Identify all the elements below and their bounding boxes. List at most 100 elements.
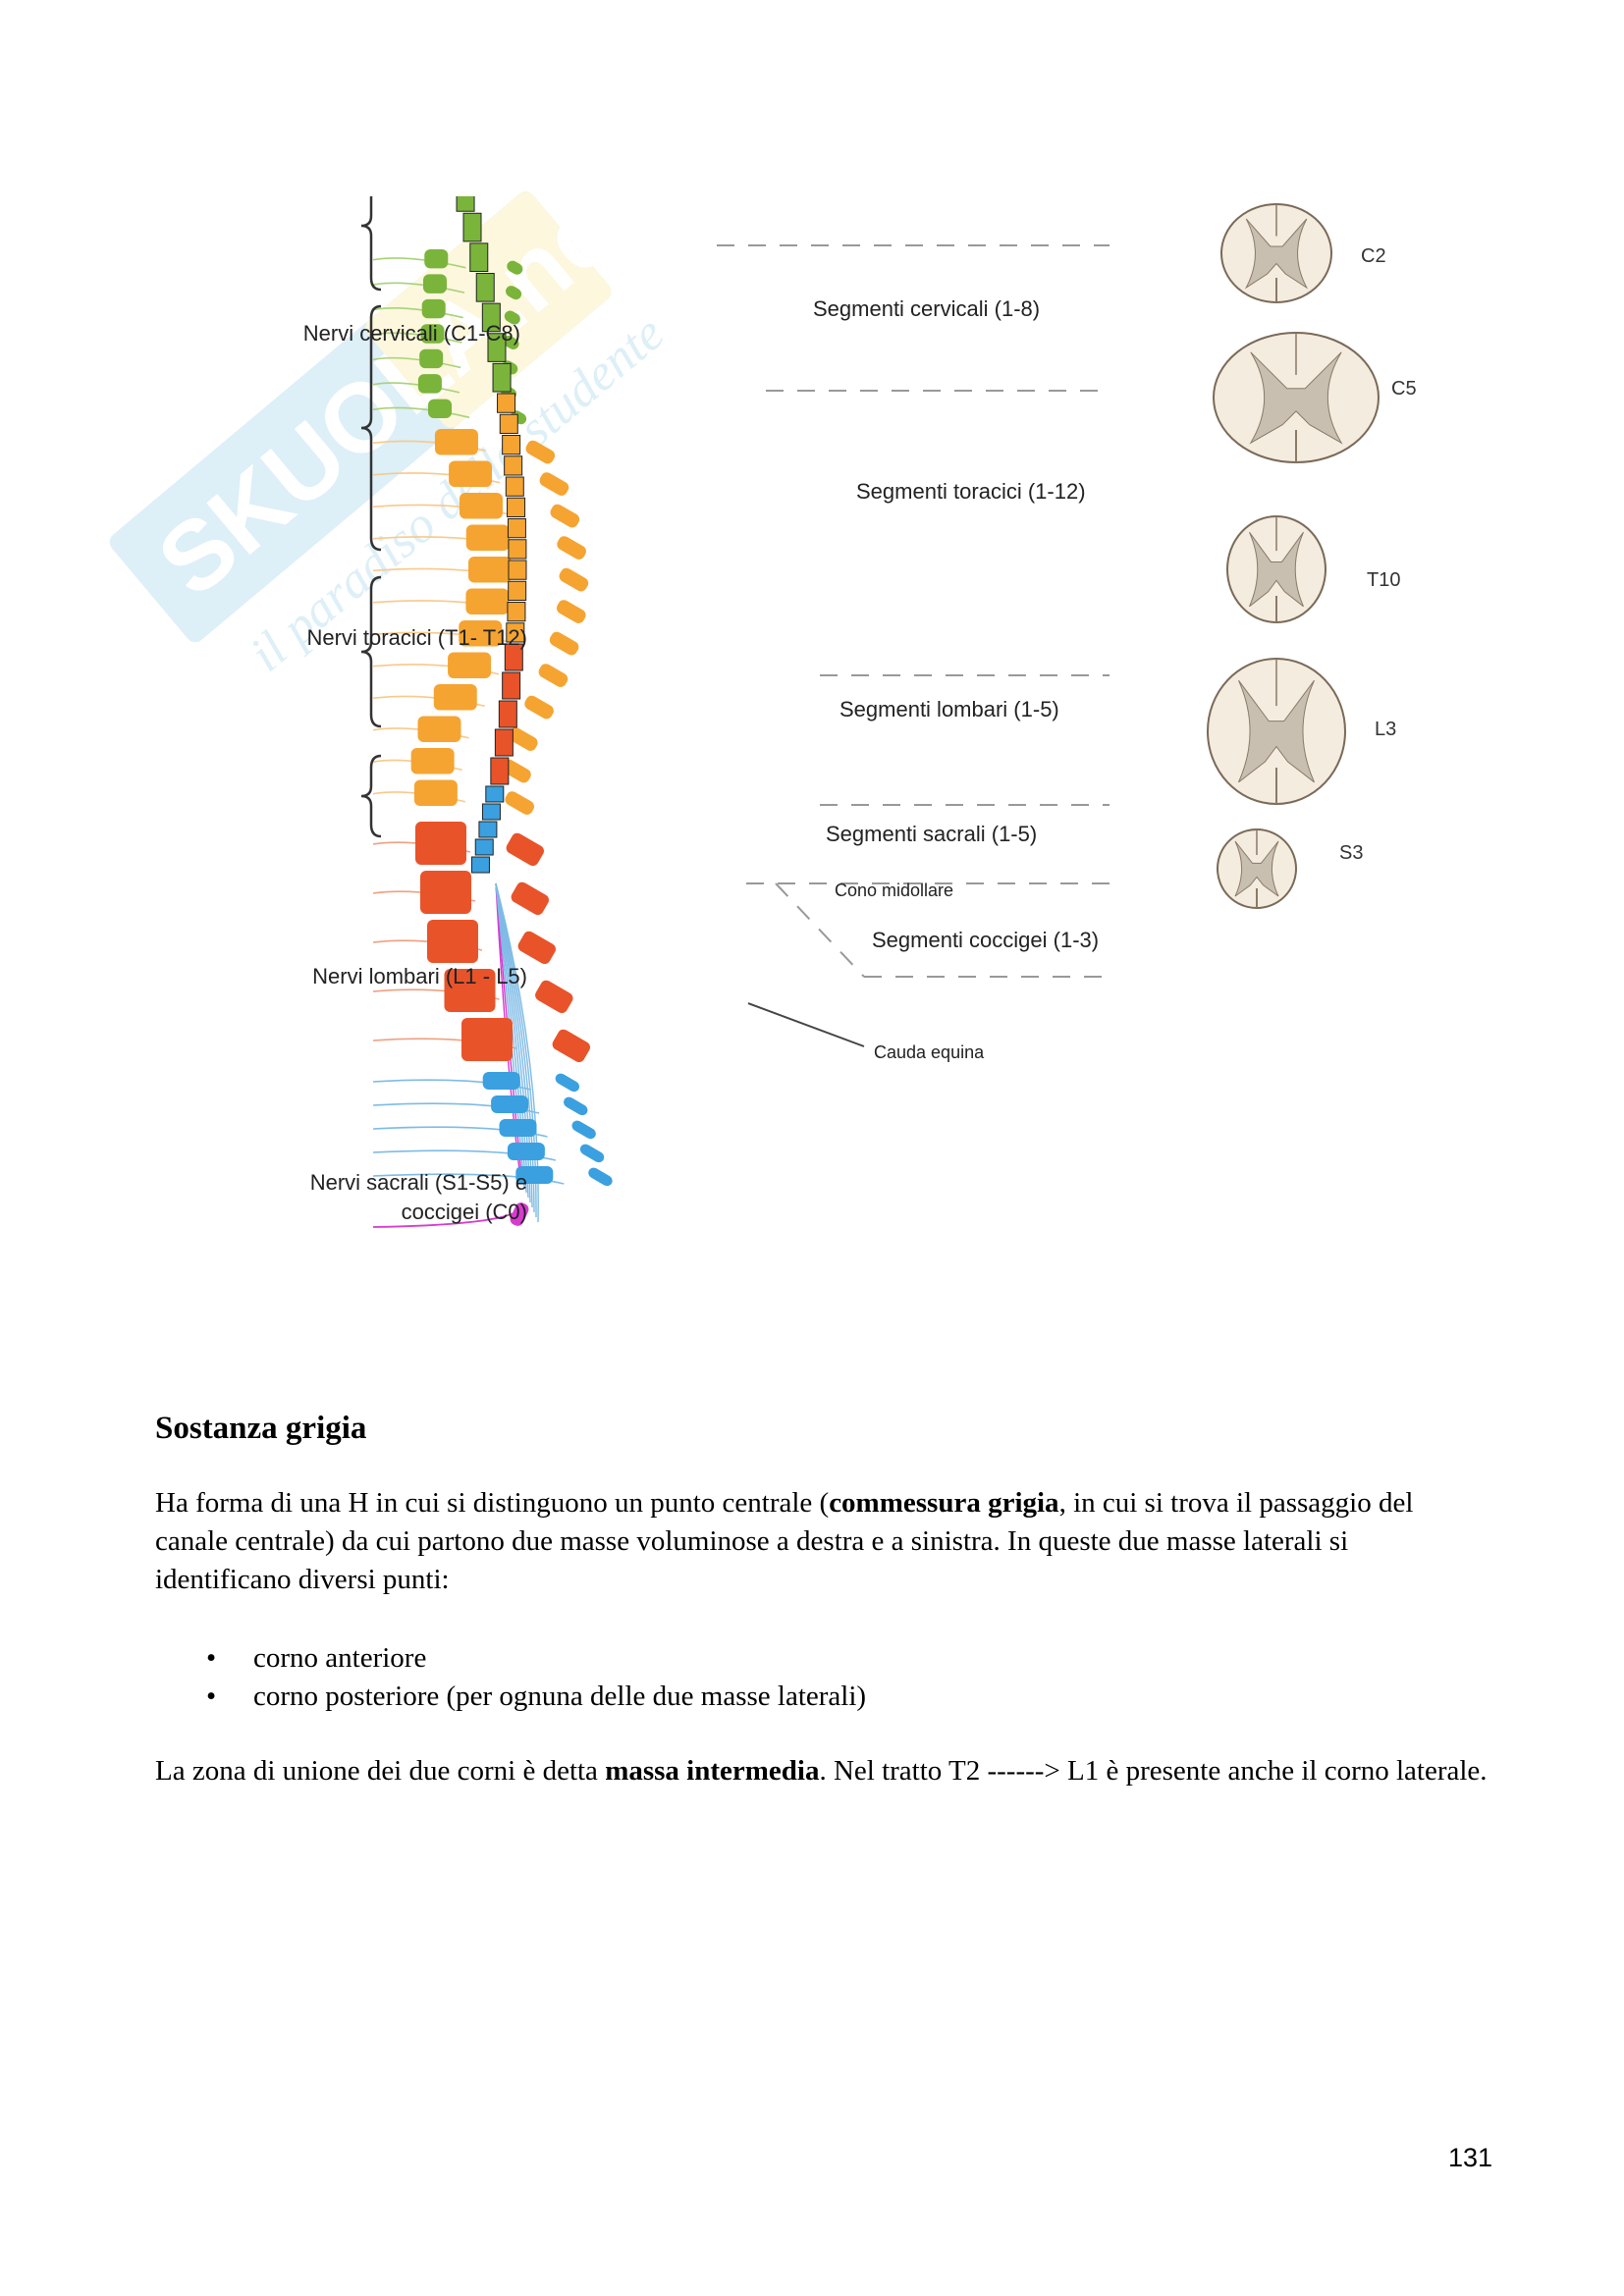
spinous-process [564, 1096, 588, 1116]
label-coccygeal-segments: Segmenti coccigei (1-3) [872, 928, 1100, 952]
cord-segment [502, 671, 521, 700]
cord-segment [475, 273, 495, 302]
cord-segment [470, 856, 490, 874]
vertebral-body [465, 588, 510, 614]
cord-segment [481, 803, 501, 821]
vertebral-body [507, 1143, 545, 1160]
vertebral-body [419, 348, 444, 369]
spinous-processes [500, 260, 613, 1187]
spinous-process [505, 791, 535, 815]
vertebral-body [459, 493, 503, 519]
vertebral-body [499, 1119, 537, 1137]
vertebral-body [420, 324, 445, 344]
spinal-nerve [372, 356, 461, 369]
vertebral-body [461, 1018, 513, 1061]
cord-segment [508, 560, 527, 580]
spinous-process [506, 286, 522, 300]
cord-segment [505, 476, 524, 497]
vertebral-body [415, 822, 466, 865]
cord-segment [469, 242, 489, 272]
spinous-process [588, 1167, 613, 1187]
curly-brace [360, 304, 382, 552]
list-item: •corno anteriore [155, 1639, 1490, 1678]
vertebral-body [459, 620, 503, 647]
term-massa-intermedia: massa intermedia [605, 1755, 820, 1787]
vertebral-body [482, 1072, 520, 1090]
curly-brace [360, 754, 382, 838]
cord-segment [478, 821, 498, 838]
gray-matter-h [1238, 679, 1315, 783]
nerve-group-braces [360, 196, 382, 838]
vertebral-bodies [410, 249, 554, 1226]
cross-sections [1207, 203, 1380, 909]
vertebral-body [422, 274, 447, 294]
cord-segment [502, 435, 521, 455]
paragraph-gray-matter: Ha forma di una H in cui si distinguono … [155, 1487, 1414, 1595]
spinal-nerve [372, 282, 465, 294]
spinous-process [502, 759, 531, 783]
gray-matter-h [1234, 840, 1279, 897]
cord-segment [504, 455, 523, 476]
spinous-process [503, 335, 519, 349]
spinous-process [549, 631, 579, 656]
segment-dividers [717, 244, 1110, 978]
cord-segment [498, 700, 517, 728]
vertebral-body [421, 298, 446, 319]
spinous-process [557, 536, 586, 560]
term-commessura-grigia: commessura grigia [829, 1487, 1059, 1519]
label-sacral-nerves: Nervi sacrali (S1-S5) e [309, 1170, 527, 1195]
spinal-cord-segments [456, 196, 527, 874]
spinal-nerve [372, 406, 470, 419]
cord-segment [492, 362, 512, 393]
cauda-equina-fibre [495, 882, 531, 1203]
cauda-equina-pointer [747, 1002, 865, 1047]
spinal-nerve [372, 382, 460, 394]
label-lumbar-nerves: Nervi lombari (L1 - L5) [312, 964, 527, 988]
cord-segment [456, 196, 475, 212]
spinous-process [552, 1029, 590, 1063]
spinous-process [506, 832, 544, 867]
spinous-process [571, 1120, 596, 1140]
vertebral-body [417, 716, 461, 742]
vertebral-body [448, 652, 492, 678]
spinous-process [509, 727, 538, 751]
vertebral-body [433, 684, 477, 711]
gray-matter-h [1244, 218, 1309, 290]
spinal-cord-figure: Nervi cervicali (C1-C8) Nervi toracici (… [255, 196, 1434, 1296]
spinous-process [535, 980, 573, 1014]
coccygeal-nerve [372, 1211, 516, 1228]
label-section-s3: S3 [1339, 842, 1364, 864]
vertebral-body [420, 871, 471, 914]
label-cono-midollare: Cono midollare [835, 881, 954, 900]
cord-segment [497, 393, 516, 413]
cord-segment [507, 602, 526, 622]
vertebral-body [467, 557, 512, 583]
paragraph-intermediate-mass: La zona di unione dei due corni è detta … [155, 1755, 1488, 1787]
spinous-process [538, 664, 568, 687]
spinous-process [559, 567, 589, 592]
cord-segment [487, 333, 507, 362]
cord-segment [508, 539, 527, 560]
bullet-icon: • [206, 1642, 217, 1674]
cauda-equina-fibre [495, 882, 529, 1199]
vertebral-body [427, 920, 478, 963]
page-number: 131 [1447, 2143, 1492, 2172]
spinous-process [555, 1073, 580, 1093]
vertebral-body [424, 249, 449, 269]
spinal-cord-diagram [360, 196, 1380, 1228]
cord-segment [507, 497, 526, 517]
cord-segment [474, 838, 494, 856]
label-cervical-segments: Segmenti cervicali (1-8) [813, 296, 1041, 321]
spinal-nerve [372, 257, 466, 269]
label-section-l3: L3 [1375, 719, 1397, 740]
label-sacral-segments: Segmenti sacrali (1-5) [826, 822, 1038, 846]
vertebral-body [434, 429, 478, 455]
vertebral-body [491, 1095, 529, 1113]
label-lumbar-segments: Segmenti lombari (1-5) [839, 697, 1059, 721]
label-section-t10: T10 [1367, 569, 1401, 591]
spinous-process [507, 260, 523, 275]
label-section-c5: C5 [1391, 378, 1417, 400]
gray-matter-h [1249, 531, 1304, 608]
list-item: •corno posteriore (per ognuna delle due … [155, 1678, 1490, 1716]
vertebral-body [413, 779, 458, 806]
